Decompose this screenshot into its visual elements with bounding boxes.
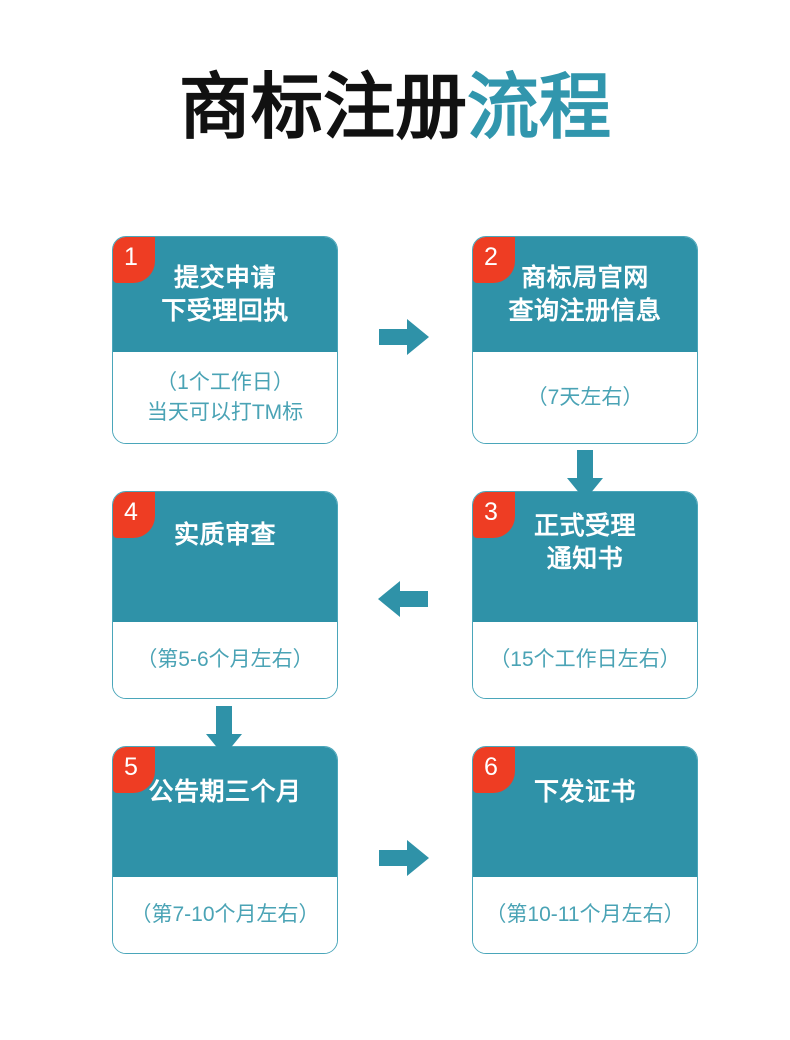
step-card-3-body: （15个工作日左右） [473, 622, 697, 698]
step-card-1-title: 提交申请 下受理回执 [161, 263, 289, 325]
step-card-4-header: 4 实质审查 [113, 492, 337, 622]
step-badge-2: 2 [473, 237, 515, 283]
step-card-6[interactable]: 6 下发证书 （第10-11个月左右） [472, 746, 698, 954]
step-card-6-note-line-1: （第10-11个月左右） [485, 903, 685, 927]
step-badge-3: 3 [473, 492, 515, 538]
steps-row-2: 4 实质审查 （第5-6个月左右） 3 正式受理 通知书 （15个工作日左右） [0, 491, 790, 746]
step-card-6-body: （第10-11个月左右） [473, 877, 697, 953]
step-card-5-header: 5 公告期三个月 [113, 747, 337, 877]
steps-row-1: 1 提交申请 下受理回执 （1个工作日） 当天可以打TM标 2 商标局官网 查询… [0, 236, 790, 491]
page-title-main: 商标注册 [178, 68, 467, 148]
arrow-right-icon [379, 316, 431, 358]
steps-grid: 1 提交申请 下受理回执 （1个工作日） 当天可以打TM标 2 商标局官网 查询… [0, 236, 790, 1001]
step-card-1[interactable]: 1 提交申请 下受理回执 （1个工作日） 当天可以打TM标 [112, 236, 338, 444]
step-card-5-title: 公告期三个月 [148, 777, 302, 806]
step-badge-4: 4 [113, 492, 155, 538]
page-title-accent: 流程 [467, 68, 612, 148]
step-card-3[interactable]: 3 正式受理 通知书 （15个工作日左右） [472, 491, 698, 699]
step-card-2-title: 商标局官网 查询注册信息 [508, 263, 662, 325]
step-card-4-title: 实质审查 [173, 520, 276, 549]
step-card-1-note-line-1: （1个工作日） [156, 370, 294, 394]
step-card-2-header: 2 商标局官网 查询注册信息 [473, 237, 697, 352]
step-badge-5: 5 [113, 747, 155, 793]
step-card-4-note-line-1: （第5-6个月左右） [136, 648, 314, 672]
step-badge-6: 6 [473, 747, 515, 793]
arrow-right-icon [379, 837, 431, 879]
step-card-3-note-line-1: （15个工作日左右） [489, 648, 681, 672]
step-card-5-note-line-1: （第7-10个月左右） [130, 903, 320, 927]
step-card-4-body: （第5-6个月左右） [113, 622, 337, 698]
step-card-3-header: 3 正式受理 通知书 [473, 492, 697, 622]
step-card-6-title: 下发证书 [533, 777, 636, 806]
step-card-4[interactable]: 4 实质审查 （第5-6个月左右） [112, 491, 338, 699]
step-card-1-note-line-2: 当天可以打TM标 [146, 400, 304, 424]
step-badge-1: 1 [113, 237, 155, 283]
step-card-2-body: （7天左右） [473, 352, 697, 443]
step-card-3-title: 正式受理 通知书 [533, 512, 636, 573]
step-card-6-header: 6 下发证书 [473, 747, 697, 877]
step-card-2-note-line-1: （7天左右） [526, 385, 644, 409]
step-card-2[interactable]: 2 商标局官网 查询注册信息 （7天左右） [472, 236, 698, 444]
page-title: 商标注册流程 [0, 72, 790, 144]
step-card-1-body: （1个工作日） 当天可以打TM标 [113, 352, 337, 443]
arrow-down-icon [203, 706, 245, 758]
arrow-left-icon [376, 578, 428, 620]
step-card-5-body: （第7-10个月左右） [113, 877, 337, 953]
step-card-5[interactable]: 5 公告期三个月 （第7-10个月左右） [112, 746, 338, 954]
step-card-1-header: 1 提交申请 下受理回执 [113, 237, 337, 352]
steps-row-3: 5 公告期三个月 （第7-10个月左右） 6 下发证书 （第10-11个月左右） [0, 746, 790, 1001]
arrow-down-icon [564, 450, 606, 502]
